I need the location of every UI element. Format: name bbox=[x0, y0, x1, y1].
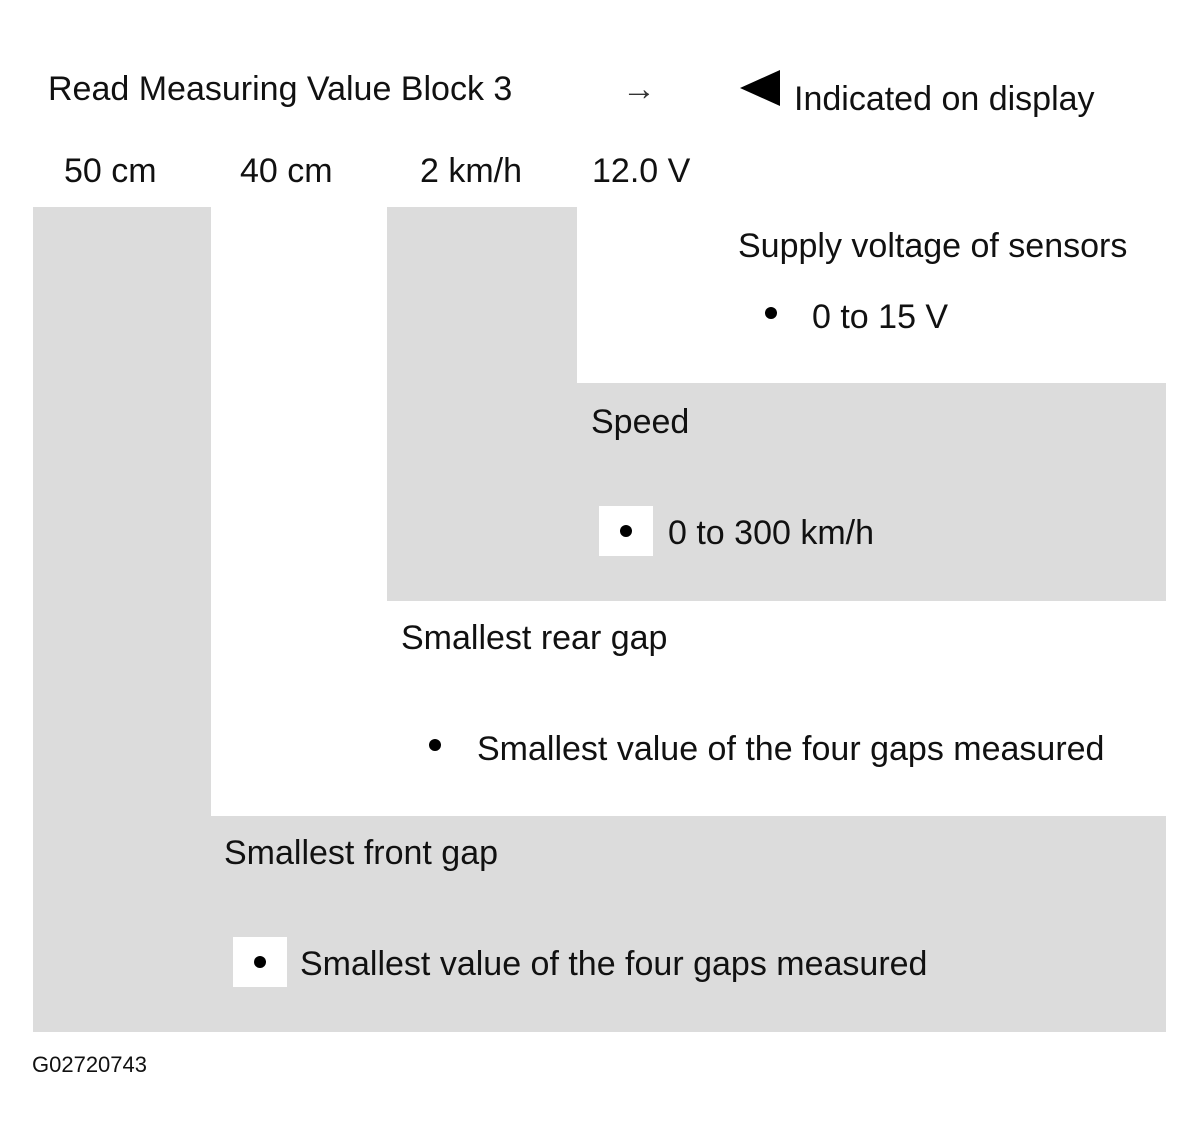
front-gap-bullet bbox=[233, 937, 287, 987]
display-value-supply-voltage: 12.0 V bbox=[592, 152, 691, 190]
rear-gap-bullet bbox=[414, 722, 456, 768]
right-arrow-icon: → bbox=[622, 70, 656, 108]
bullet-dot-icon bbox=[620, 525, 632, 537]
rear-gap-label: Smallest rear gap bbox=[401, 619, 668, 657]
supply-voltage-bullet bbox=[750, 292, 792, 334]
supply-voltage-label: Supply voltage of sensors bbox=[738, 227, 1128, 265]
bullet-dot-icon bbox=[765, 307, 777, 319]
bullet-dot-icon bbox=[254, 956, 266, 968]
indicated-on-display-label: Indicated on display bbox=[794, 80, 1095, 118]
bullet-dot-icon bbox=[429, 739, 441, 751]
figure-code: G02720743 bbox=[32, 1052, 147, 1077]
speed-panel bbox=[387, 383, 1166, 601]
supply-voltage-range: 0 to 15 V bbox=[812, 298, 949, 336]
speed-bullet bbox=[599, 506, 653, 556]
display-indicator-triangle-icon bbox=[740, 70, 780, 106]
diagram-title: Read Measuring Value Block 3 bbox=[48, 70, 513, 108]
display-value-rear-gap: 40 cm bbox=[240, 152, 333, 190]
speed-range: 0 to 300 km/h bbox=[668, 514, 875, 552]
front-gap-panel bbox=[33, 816, 1166, 1032]
front-gap-description: Smallest value of the four gaps measured bbox=[300, 945, 928, 983]
rear-gap-description: Smallest value of the four gaps measured bbox=[477, 730, 1105, 768]
display-value-front-gap: 50 cm bbox=[64, 152, 157, 190]
display-value-speed: 2 km/h bbox=[420, 152, 523, 190]
front-gap-label: Smallest front gap bbox=[224, 834, 499, 872]
speed-label: Speed bbox=[591, 403, 690, 441]
